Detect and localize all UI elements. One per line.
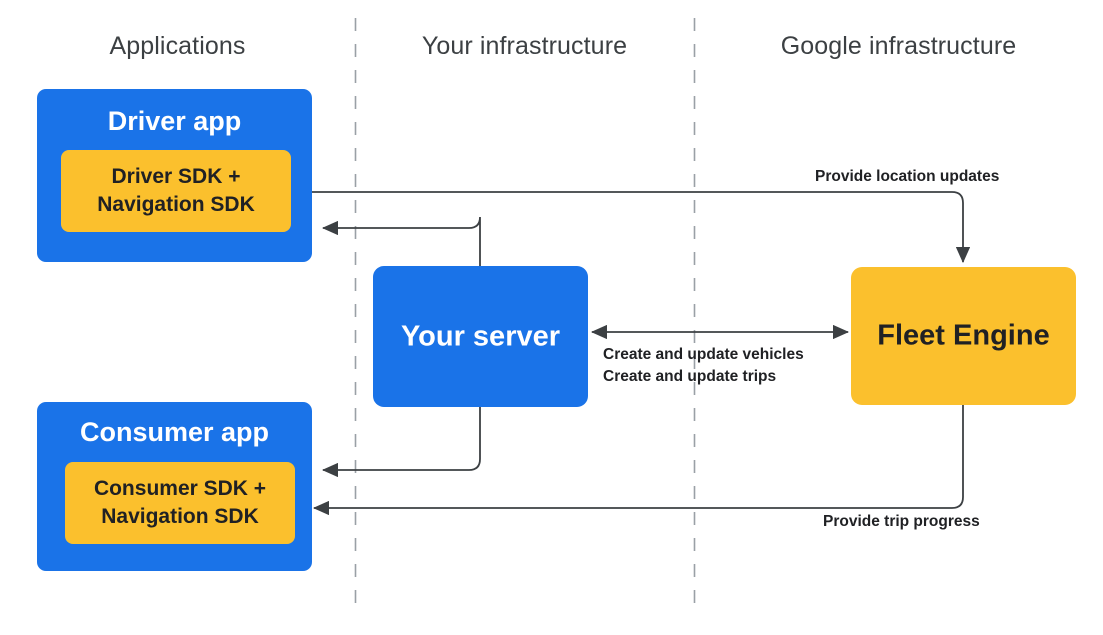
node-driver-sdk[interactable]: Driver SDK + Navigation SDK [61,150,291,232]
node-consumer-sdk[interactable]: Consumer SDK + Navigation SDK [65,462,295,544]
connector-trip-progress [312,405,964,516]
connector-location-updates [291,191,971,264]
column-header-applications: Applications [109,32,246,60]
connector-server-to-driver [321,216,481,266]
node-driver-app-title: Driver app [107,106,242,136]
connector-server-to-consumer [321,407,481,478]
connector-label-location-updates: Provide location updates [815,168,1000,185]
connector-label-server-fleet-engine: Create and update vehicles Create and up… [603,346,804,386]
node-your-server[interactable]: Your server [373,266,588,407]
node-fleet-engine[interactable]: Fleet Engine [851,267,1076,405]
node-consumer-sdk-label: Consumer SDK + Navigation SDK [93,477,267,528]
connector-label-trip-progress: Provide trip progress [823,513,980,530]
node-driver-sdk-label: Driver SDK + Navigation SDK [97,165,255,216]
node-your-server-label: Your server [400,320,561,352]
column-header-google-infrastructure: Google infrastructure [780,32,1017,60]
node-consumer-app[interactable]: Consumer app Consumer SDK + Navigation S… [37,402,312,571]
node-driver-app[interactable]: Driver app Driver SDK + Navigation SDK [37,89,312,262]
node-consumer-app-title: Consumer app [79,417,270,447]
column-header-your-infrastructure: Your infrastructure [421,32,628,60]
node-fleet-engine-label: Fleet Engine [877,319,1050,352]
